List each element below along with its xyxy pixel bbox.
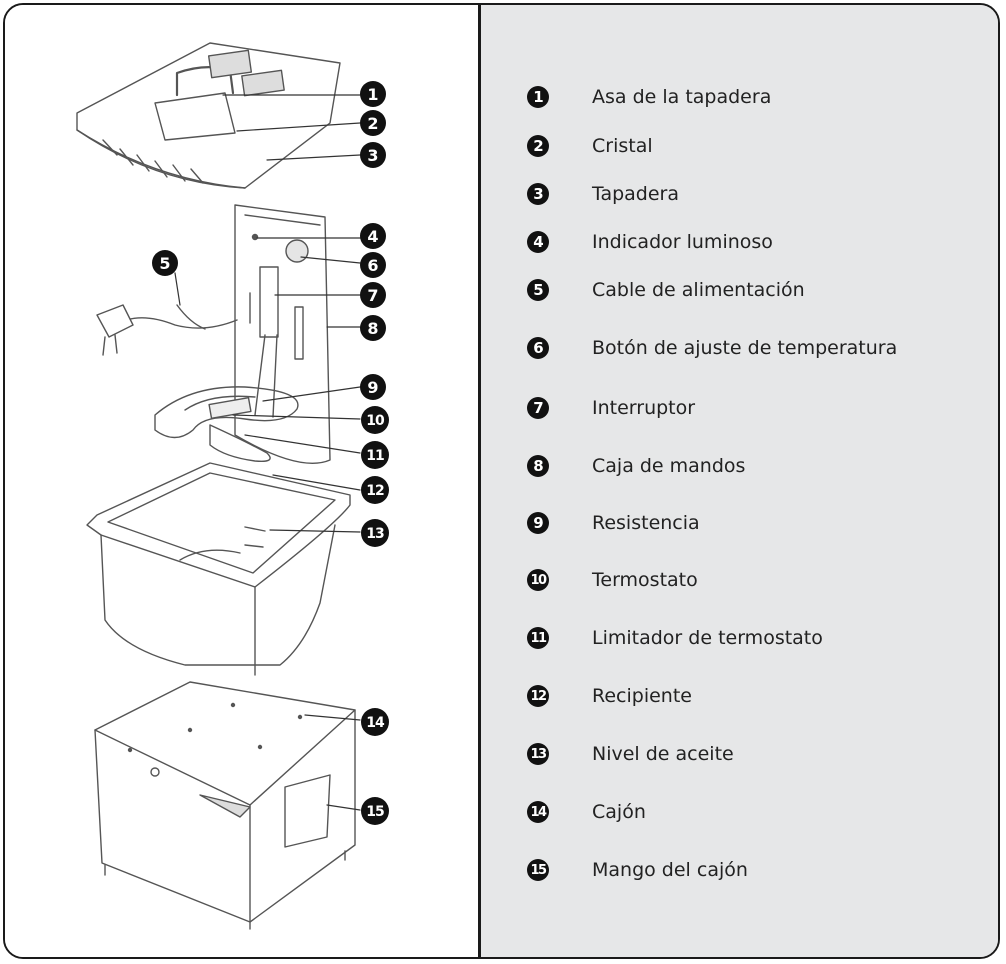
svg-text:6: 6 bbox=[367, 256, 378, 275]
control-box-drawing bbox=[234, 204, 331, 464]
leader-lines bbox=[174, 94, 361, 811]
callout-7: 7 bbox=[360, 282, 386, 308]
svg-text:5: 5 bbox=[159, 254, 170, 273]
callout-6: 6 bbox=[360, 252, 386, 278]
legend-label: Resistencia bbox=[592, 512, 700, 534]
legend-number-badge: 13 bbox=[527, 743, 549, 765]
legend-number-badge: 3 bbox=[527, 183, 549, 205]
callout-1: 1 bbox=[360, 81, 386, 107]
legend-label: Tapadera bbox=[592, 183, 680, 205]
exploded-diagram-panel: 1 2 3 4 5 6 7 8 9 10 11 12 13 14 15 bbox=[5, 5, 480, 957]
legend-number-badge: 2 bbox=[527, 135, 549, 157]
legend-number-badge: 10 bbox=[527, 569, 549, 591]
svg-text:10: 10 bbox=[366, 413, 385, 429]
legend-label: Caja de mandos bbox=[592, 455, 746, 477]
legend-label: Cable de alimentación bbox=[592, 279, 805, 301]
svg-text:12: 12 bbox=[366, 483, 384, 499]
bowl-drawing bbox=[86, 462, 351, 676]
legend-number-badge: 1 bbox=[527, 86, 549, 108]
callout-14: 14 bbox=[361, 708, 389, 736]
legend-number-badge: 4 bbox=[527, 231, 549, 253]
legend-number-badge: 12 bbox=[527, 685, 549, 707]
legend-number-badge: 8 bbox=[527, 455, 549, 477]
legend-label: Botón de ajuste de temperatura bbox=[592, 337, 898, 359]
callout-3: 3 bbox=[360, 142, 386, 168]
lid-drawing bbox=[76, 42, 341, 189]
svg-text:4: 4 bbox=[367, 227, 378, 246]
legend-number-badge: 5 bbox=[527, 279, 549, 301]
power-cable-drawing bbox=[96, 304, 238, 356]
svg-text:9: 9 bbox=[367, 378, 378, 397]
panel-divider bbox=[478, 5, 481, 957]
svg-text:1: 1 bbox=[367, 85, 378, 104]
callout-9: 9 bbox=[360, 374, 386, 400]
callout-8: 8 bbox=[360, 315, 386, 341]
legend-number-badge: 11 bbox=[527, 627, 549, 649]
legend-number-badge: 14 bbox=[527, 801, 549, 823]
callout-12: 12 bbox=[361, 476, 389, 504]
svg-text:7: 7 bbox=[367, 286, 378, 305]
callout-11: 11 bbox=[361, 441, 389, 469]
svg-text:15: 15 bbox=[366, 804, 384, 820]
legend-label: Cristal bbox=[592, 135, 653, 157]
heating-element-drawing bbox=[154, 386, 299, 463]
legend-label: Interruptor bbox=[592, 397, 696, 419]
drawer-drawing bbox=[94, 681, 356, 930]
callout-10: 10 bbox=[361, 406, 389, 434]
fryer-exploded-diagram: 1 2 3 4 5 6 7 8 9 10 11 12 13 14 15 bbox=[76, 42, 389, 930]
legend-label: Limitador de termostato bbox=[592, 627, 823, 649]
svg-text:13: 13 bbox=[366, 526, 384, 542]
callout-2: 2 bbox=[360, 110, 386, 136]
legend-number-badge: 15 bbox=[527, 859, 549, 881]
callout-4: 4 bbox=[360, 223, 386, 249]
legend-number-badge: 6 bbox=[527, 337, 549, 359]
figure-frame: 1 2 3 4 5 6 7 8 9 10 11 12 13 14 15 1 As… bbox=[3, 3, 1000, 959]
legend-label: Termostato bbox=[592, 569, 698, 591]
diagram-callouts: 1 2 3 4 5 6 7 8 9 10 11 12 13 14 15 bbox=[152, 81, 389, 825]
legend-label: Nivel de aceite bbox=[592, 743, 734, 765]
legend-label: Indicador luminoso bbox=[592, 231, 773, 253]
legend-label: Mango del cajón bbox=[592, 859, 748, 881]
callout-13: 13 bbox=[361, 519, 389, 547]
svg-text:14: 14 bbox=[366, 715, 385, 731]
legend-number-badge: 7 bbox=[527, 397, 549, 419]
callout-15: 15 bbox=[361, 797, 389, 825]
svg-text:8: 8 bbox=[367, 319, 378, 338]
legend-label: Recipiente bbox=[592, 685, 692, 707]
callout-5: 5 bbox=[152, 250, 178, 276]
legend-label: Cajón bbox=[592, 801, 646, 823]
svg-text:2: 2 bbox=[367, 114, 378, 133]
legend-label: Asa de la tapadera bbox=[592, 86, 772, 108]
svg-text:11: 11 bbox=[366, 448, 384, 464]
legend-number-badge: 9 bbox=[527, 512, 549, 534]
svg-text:3: 3 bbox=[367, 146, 378, 165]
legend-panel: 1 Asa de la tapadera 2 Cristal 3 Tapader… bbox=[481, 5, 998, 957]
